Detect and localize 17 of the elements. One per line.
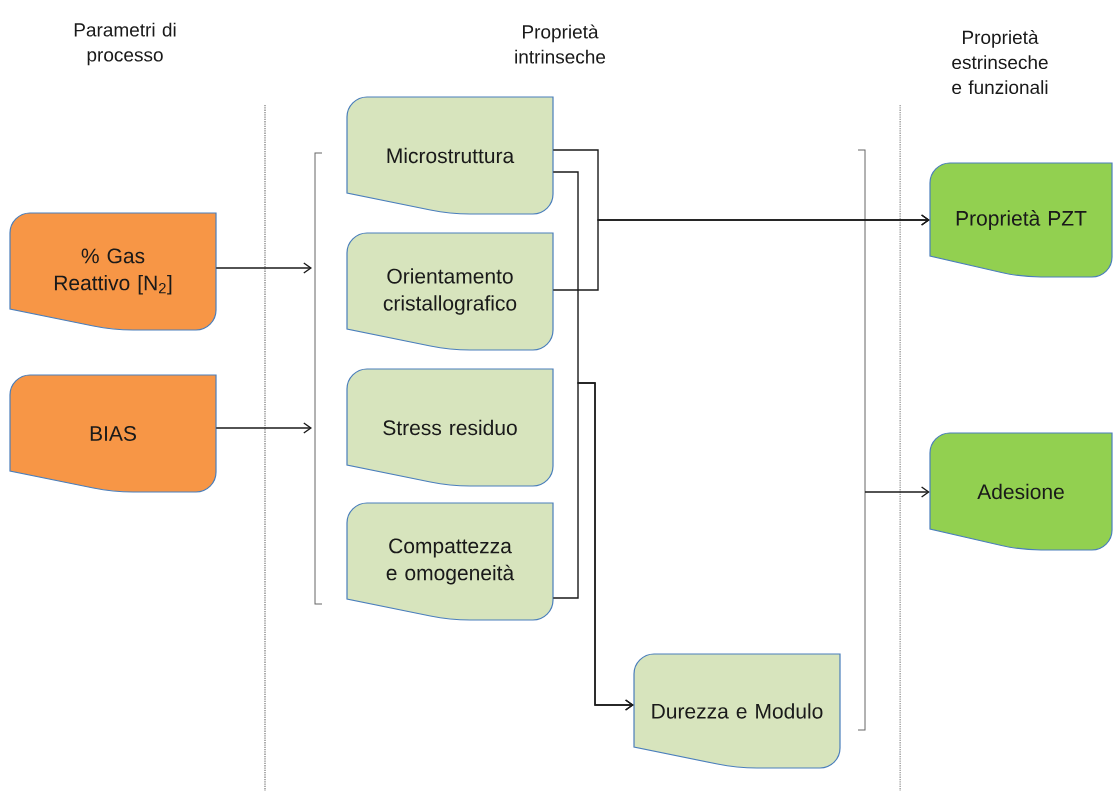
column-heading: Proprietà estrinseche e funzionali (952, 29, 1048, 95)
arrow (864, 486, 930, 498)
property-box: Stress residuo (346, 368, 554, 487)
property-box: Compattezza e omogeneità (346, 502, 554, 621)
result-box: Proprietà PZT (929, 162, 1113, 278)
arrow (552, 214, 930, 291)
arrow (552, 382, 634, 711)
parameter-box: BIAS (9, 374, 217, 493)
result-box: Adesione (929, 432, 1113, 551)
property-box: Microstruttura (346, 96, 554, 215)
parameter-box: % Gas Reattivo [N$_{2}$] (9, 212, 217, 331)
arrow (215, 422, 312, 434)
column-heading: Proprietà intrinseche (515, 24, 606, 64)
property-box: Orientamento cristallografico (346, 232, 554, 351)
property-box: Durezza e Modulo (633, 653, 841, 769)
column-heading: Parametri di processo (74, 22, 176, 66)
arrow (215, 262, 312, 274)
